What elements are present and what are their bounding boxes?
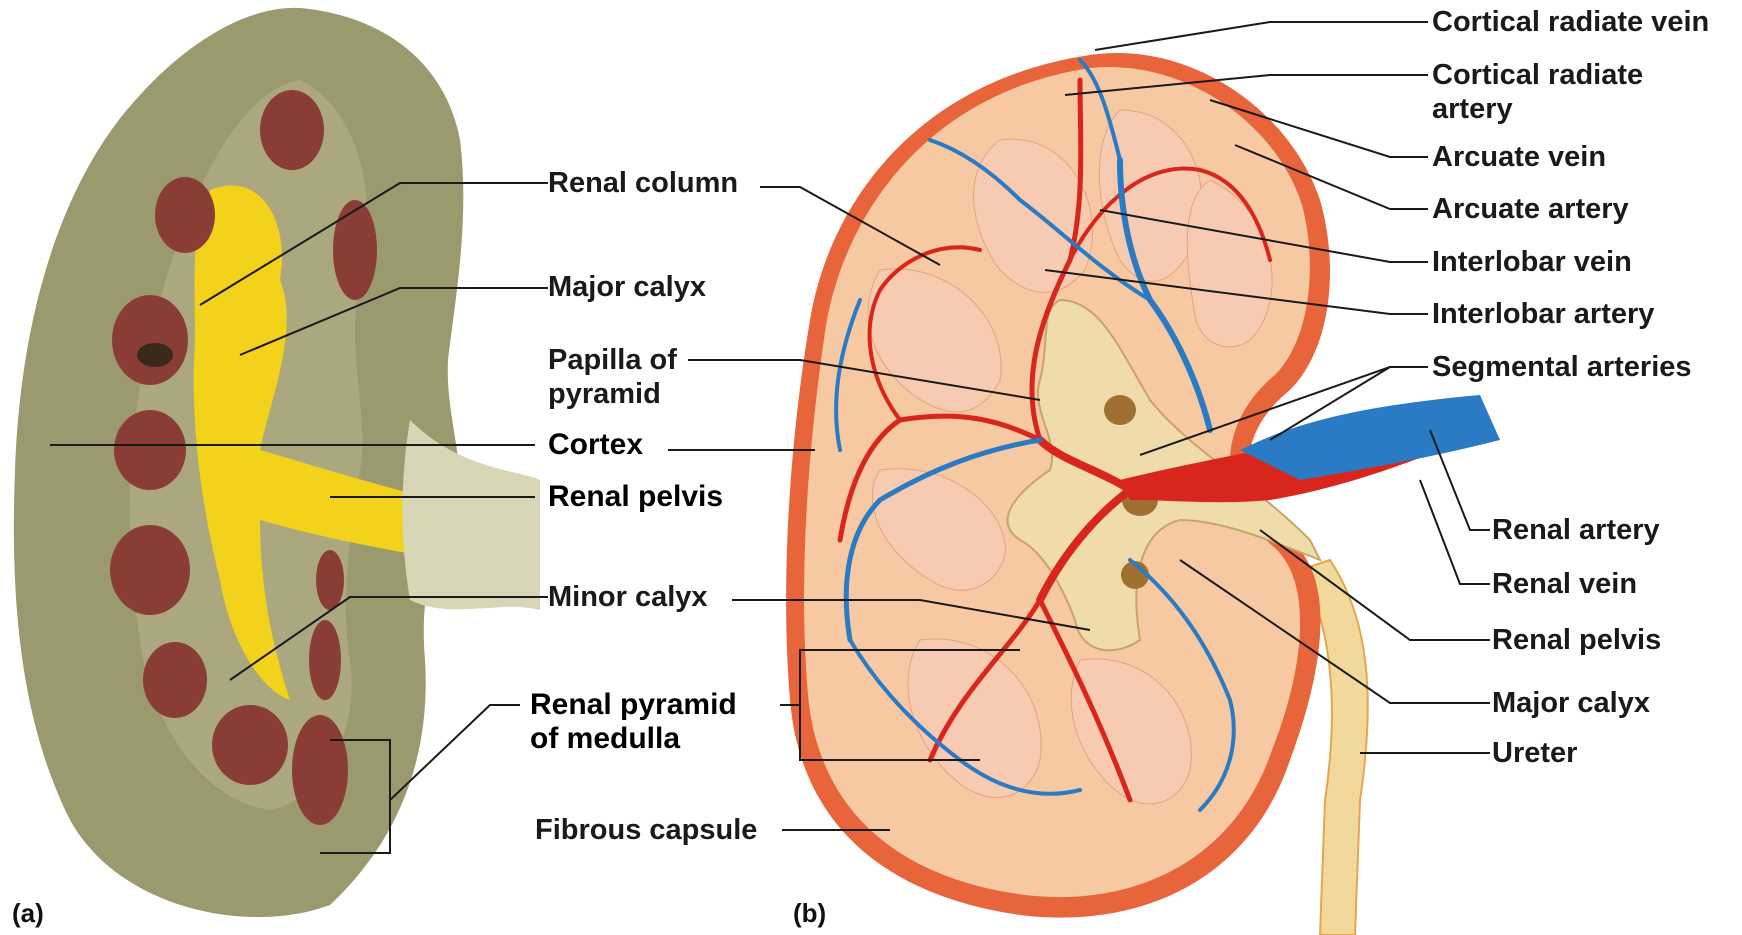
label-ureter: Ureter	[1492, 736, 1577, 770]
panel-b-kidney-drawing	[786, 53, 1500, 935]
label-arcuate-artery: Arcuate artery	[1432, 192, 1629, 226]
label-interlobar-artery: Interlobar artery	[1432, 297, 1654, 331]
photo-pyramid-11	[316, 550, 344, 610]
panel-b-tag: (b)	[793, 898, 826, 929]
renal-vein-trunk	[1240, 395, 1500, 480]
ureter-stump	[403, 420, 541, 610]
label-renal-column: Renal column	[548, 166, 738, 200]
panel-a-kidney-photo	[14, 8, 540, 917]
label-cortex: Cortex	[548, 428, 643, 462]
photo-pyramid-10	[309, 620, 341, 700]
leader-cortical-radiate-vein	[1095, 22, 1428, 50]
photo-pyramid-8	[212, 705, 288, 785]
photo-pyramid-6	[110, 525, 190, 615]
calyx-hole-1	[1104, 395, 1136, 425]
photo-calyx	[137, 343, 173, 367]
label-renal-pelvis-a: Renal pelvis	[548, 480, 723, 514]
label-fibrous-capsule: Fibrous capsule	[535, 813, 757, 847]
photo-pyramid-5	[114, 410, 186, 490]
label-renal-vein: Renal vein	[1492, 567, 1637, 601]
label-cortical-radiate-artery-line2: artery	[1432, 92, 1513, 126]
panel-a-tag: (a)	[12, 898, 44, 929]
label-segmental-arteries: Segmental arteries	[1432, 350, 1692, 384]
photo-pyramid-4	[333, 200, 377, 300]
label-renal-artery: Renal artery	[1492, 513, 1660, 547]
photo-pyramid-1	[155, 177, 215, 253]
photo-pyramid-2	[260, 90, 324, 170]
photo-pyramid-3	[112, 295, 188, 385]
label-renal-pelvis-b: Renal pelvis	[1492, 623, 1661, 657]
label-major-calyx-a: Major calyx	[548, 270, 706, 304]
label-interlobar-vein: Interlobar vein	[1432, 245, 1632, 279]
photo-pyramid-7	[143, 642, 207, 718]
label-renal-pyramid-line2: of medulla	[530, 722, 680, 756]
label-papilla-line2: pyramid	[548, 377, 661, 411]
label-renal-pyramid-line1: Renal pyramid	[530, 688, 737, 722]
label-arcuate-vein: Arcuate vein	[1432, 140, 1606, 174]
label-major-calyx-b: Major calyx	[1492, 686, 1650, 720]
photo-pyramid-9	[292, 715, 348, 825]
label-cortical-radiate-artery-line1: Cortical radiate	[1432, 58, 1643, 92]
leader-renal-vein	[1420, 480, 1490, 584]
label-minor-calyx: Minor calyx	[548, 580, 708, 614]
label-cortical-radiate-vein: Cortical radiate vein	[1432, 5, 1709, 39]
label-papilla-line1: Papilla of	[548, 343, 677, 377]
